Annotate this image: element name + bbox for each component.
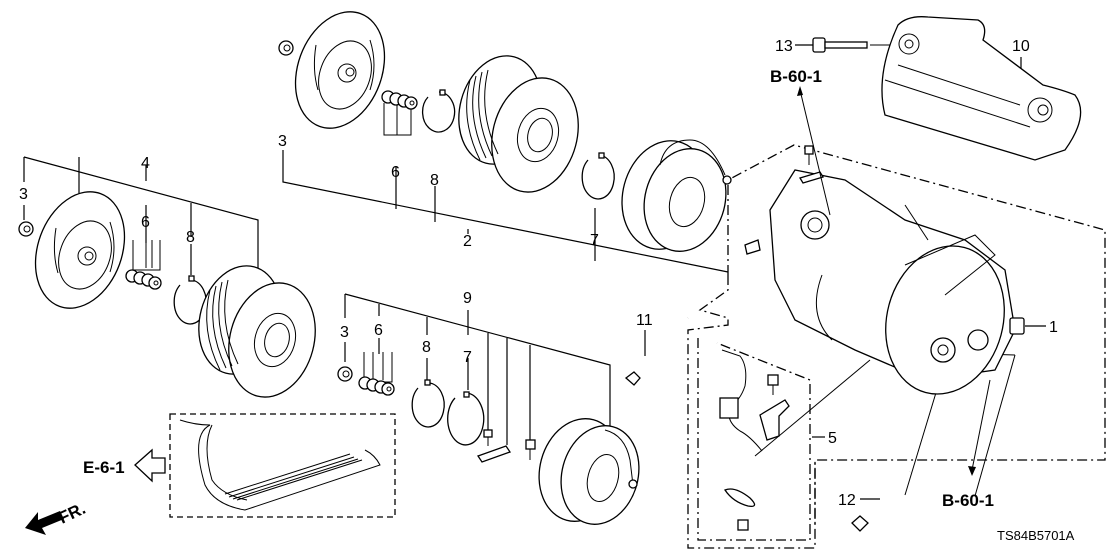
- upper-clutch-kit: [278, 11, 732, 252]
- callout-8-left: 8: [186, 229, 195, 246]
- pulley-left: [198, 265, 316, 398]
- reference-e-6-1[interactable]: E-6-1: [83, 458, 125, 477]
- callout-3-lower: 3: [340, 324, 349, 341]
- callout-4: 4: [141, 155, 150, 172]
- belt-reference-arrow-icon: [134, 448, 166, 483]
- callout-5: 5: [828, 430, 837, 447]
- bolt-12: [851, 471, 911, 532]
- callout-11: 11: [636, 312, 653, 329]
- snap-ring-upper-8: [421, 89, 456, 133]
- snap-ring-lower-7: [447, 391, 485, 446]
- lower-clutch-kit: [337, 366, 640, 525]
- reference-b-60-1-top[interactable]: B-60-1: [770, 67, 822, 86]
- callout-3-left: 3: [19, 186, 28, 203]
- shims-lower: [358, 376, 395, 396]
- reference-arrows: [797, 86, 991, 476]
- shims-upper: [381, 90, 418, 110]
- nut-left: [18, 221, 34, 237]
- nut-upper: [278, 40, 294, 56]
- drive-belt: [179, 419, 381, 511]
- front-direction-arrow-icon: [25, 511, 64, 535]
- compressor-body: [744, 169, 1016, 395]
- bolt-lower: [525, 439, 536, 460]
- drawing-code: TS84B5701A: [997, 528, 1075, 543]
- callout-8-lower: 8: [422, 339, 431, 356]
- callout-10: 10: [1012, 38, 1030, 55]
- screw-lower: [483, 429, 493, 446]
- callout-8-upper: 8: [430, 172, 439, 189]
- callout-6-upper: 6: [391, 164, 400, 181]
- callout-labels: 1 2 3 3 3 4 5 6 6 6 7 7 8 8 8 9 10 11 12…: [19, 38, 1058, 509]
- callout-2: 2: [463, 233, 472, 250]
- harness-kit-5: [719, 349, 790, 531]
- pressure-switch-1: [1009, 317, 1025, 335]
- callout-1: 1: [1049, 319, 1058, 336]
- bolt-13: [812, 37, 868, 53]
- callout-7-lower: 7: [463, 349, 472, 366]
- reference-b-60-1-bottom[interactable]: B-60-1: [942, 491, 994, 510]
- armature-plate-upper: [294, 11, 386, 129]
- callout-9: 9: [463, 290, 472, 307]
- snap-ring-upper-7: [581, 152, 615, 200]
- field-coil-upper: [621, 139, 732, 252]
- callout-7-upper: 7: [590, 232, 599, 249]
- compressor-bracket-10: [881, 16, 1082, 161]
- shims-left: [125, 269, 162, 290]
- callout-6-left: 6: [141, 214, 150, 231]
- ground-bolt-top: [799, 145, 824, 184]
- snap-ring-lower-8: [411, 379, 445, 428]
- field-coil-lower: [538, 418, 640, 525]
- front-direction-label: FR.: [56, 499, 89, 528]
- bolt-11: [624, 317, 689, 386]
- left-clutch-kit: [18, 191, 316, 398]
- callout-6-lower: 6: [374, 322, 383, 339]
- armature-plate-left: [34, 191, 126, 309]
- pulley-upper: [458, 55, 579, 193]
- terminal-lower: [476, 445, 512, 463]
- nut-lower: [337, 366, 353, 382]
- callout-12: 12: [838, 492, 856, 509]
- callout-3-upper: 3: [278, 133, 287, 150]
- snap-ring-left-8: [173, 275, 207, 325]
- callout-13: 13: [775, 38, 793, 55]
